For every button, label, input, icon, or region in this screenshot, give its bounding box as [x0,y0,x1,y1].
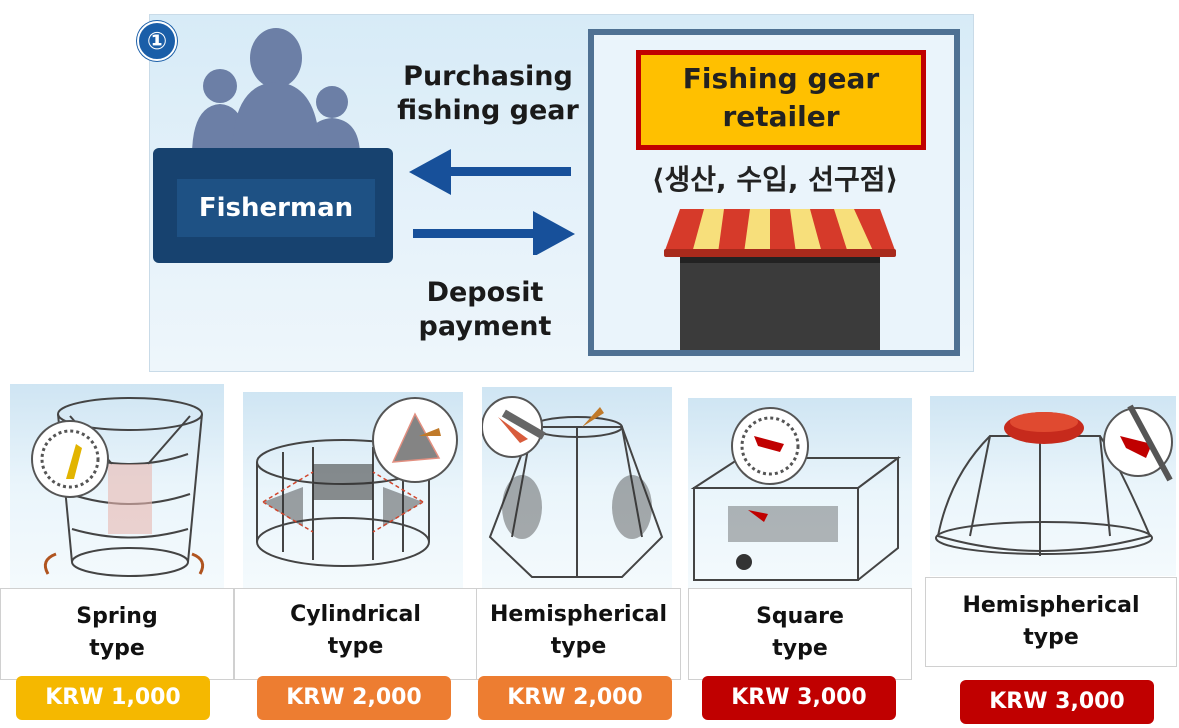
product-image-square [688,398,912,588]
product-name-spring: Spring type [0,588,234,680]
deposit-label-line2: payment [418,311,552,342]
shop-icon [664,209,896,350]
product-image-hemispherical-2 [930,396,1176,576]
deposit-label-line1: Deposit [426,277,544,308]
product-name-hemispherical: Hemispherical type [476,588,681,680]
purchasing-label: Purchasing fishing gear [378,60,598,128]
product-name-square: Square type [688,588,912,680]
people-icon [192,28,360,156]
product-name-line1: Square [756,604,844,629]
left-arrow-icon [409,149,571,195]
retailer-subtitle: ⟨생산, 수입, 선구점⟩ [651,163,899,196]
product-name-line2: type [772,636,828,661]
product-image-spring [10,384,224,588]
cylindrical-trap-icon [256,397,458,567]
product-name-line1: Cylindrical [290,602,421,627]
square-trap-icon [690,407,901,581]
price-badge-hemispherical: KRW 2,000 [478,676,672,720]
product-image-hemispherical [482,387,672,588]
flow-arrows [409,149,575,255]
purchasing-label-line1: Purchasing [403,61,573,92]
spring-trap-icon [31,397,205,577]
retailer-label: Fishing gear retailer [636,50,926,150]
product-name-line1: Spring [76,604,158,629]
step-number-badge: ① [137,21,177,61]
product-name-line2: type [327,634,384,659]
hemispherical-trap-2-icon [935,404,1173,556]
price-badge-square: KRW 3,000 [702,676,896,720]
product-name-line1: Hemispherical [489,602,668,627]
retailer-label-line2: retailer [722,100,840,133]
hemispherical-trap-icon [482,396,664,578]
product-name-line1: Hemispherical [962,593,1140,618]
fisherman-label-bg [177,179,375,237]
retailer-label-line1: Fishing gear [682,62,880,95]
purchasing-label-line2: fishing gear [397,95,579,126]
price-badge-cylindrical: KRW 2,000 [257,676,451,720]
product-name-line2: type [550,634,607,659]
price-badge-spring: KRW 1,000 [16,676,210,720]
retailer-sign [636,50,926,150]
product-name-hemispherical-2: Hemispherical type [925,577,1177,667]
product-name-cylindrical: Cylindrical type [234,588,477,680]
price-badge-hemispherical-2: KRW 3,000 [960,680,1154,724]
fisherman-label: Fisherman [198,193,354,223]
right-arrow-icon [413,211,575,255]
product-image-cylindrical [243,392,463,588]
deposit-label: Deposit payment [385,276,585,344]
product-name-line2: type [89,636,145,661]
product-name-line2: type [1023,625,1079,650]
